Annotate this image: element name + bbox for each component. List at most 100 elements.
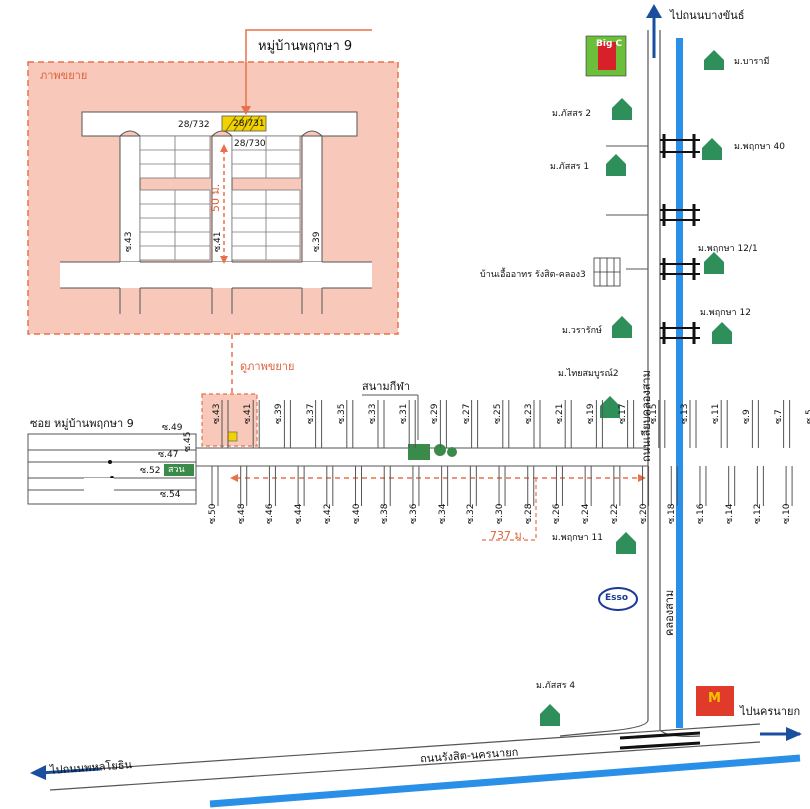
- village-phatsorn4: ม.ภัสสร 4: [536, 681, 576, 691]
- soi-52: ซ.52: [140, 466, 161, 476]
- soi-label-bottom: ซ.48: [236, 503, 247, 524]
- house-icon: [612, 316, 632, 338]
- village-pruksa40: ม.พฤกษา 40: [734, 142, 785, 152]
- soi-label-top: ซ.13: [680, 403, 690, 424]
- soi-label-bottom: ซ.44: [294, 503, 305, 524]
- bigc-label: Big C: [596, 39, 623, 49]
- soi-label-bottom: ซ.28: [523, 503, 534, 524]
- house-icon: [712, 322, 732, 344]
- stadium: [408, 444, 430, 460]
- village-thaisom: ม.ไทยสมบูรณ์2: [558, 369, 619, 379]
- mcdonalds-logo: [696, 686, 734, 716]
- soi-label-bottom: ซ.12: [753, 503, 764, 524]
- soi-label-bottom: ซ.18: [667, 503, 678, 524]
- plot-28-731: 28/731: [233, 119, 265, 129]
- soi-label-bottom: ซ.14: [724, 503, 735, 524]
- soi-label-top: ซ.35: [336, 403, 347, 424]
- soi-label-bottom: ซ.36: [408, 503, 419, 524]
- soi-label-top: ซ.37: [305, 403, 316, 424]
- soi-label-top: ซ.27: [461, 403, 472, 424]
- plot-28-732: 28/732: [178, 120, 210, 130]
- village-phatsorn2: ม.ภัสสร 2: [552, 109, 592, 119]
- village-pruksa12: ม.พฤกษา 12: [700, 308, 751, 318]
- soi-45: ซ.45: [183, 431, 193, 452]
- house-icons: [540, 50, 732, 726]
- plot-28-730: 28/730: [234, 139, 266, 149]
- canal: [676, 38, 683, 728]
- soi-label-bottom: ซ.24: [581, 503, 592, 524]
- soi-label-bottom: ซ.20: [638, 503, 649, 524]
- soi-label-top: ซ.17: [617, 403, 628, 424]
- soi-label-bottom: ซ.46: [265, 503, 276, 524]
- soi-label-bottom: ซ.30: [495, 503, 506, 524]
- esso-logo: [598, 587, 638, 611]
- soi-label-bottom: ซ.10: [782, 503, 793, 524]
- rangsit-road: [49, 719, 761, 791]
- house-icon: [702, 138, 722, 160]
- house-icon: [540, 704, 560, 726]
- see-expand-label: ดูภาพขยาย: [240, 360, 295, 373]
- soi-label-top: ซ.11: [711, 403, 722, 424]
- to-nakhon-label: ไปนครนายก: [740, 705, 801, 718]
- soi-label-bottom: ซ.50: [208, 503, 218, 524]
- park-label: สวน: [168, 465, 185, 475]
- park: [164, 464, 194, 476]
- inset-house-blocks: [139, 135, 301, 261]
- inset-main-road: [60, 262, 372, 288]
- house-icon: [612, 98, 632, 120]
- to-bangkhan-label: ไปถนนบางขันธ์: [670, 9, 745, 22]
- soi-label-bottom: ซ.38: [380, 503, 391, 524]
- canal-south: [209, 754, 801, 808]
- title-pointer: [245, 29, 372, 110]
- distance-50m: 50 ม.: [209, 183, 222, 212]
- soi-49: ซ.49: [162, 423, 183, 433]
- soi-label-top: ซ.43: [212, 403, 222, 424]
- soi-label-bottom: ซ.34: [437, 503, 448, 524]
- stadium-label: สนามกีฬา: [362, 380, 411, 393]
- canal-label: คลองสาม: [663, 589, 676, 636]
- expand-label: ภาพขยาย: [40, 69, 88, 82]
- house-icon: [606, 154, 626, 176]
- village-barami: ม.บารามี: [734, 57, 770, 67]
- distance-737m: 737 ม.: [490, 529, 526, 542]
- soi-47: ซ.47: [158, 450, 179, 460]
- inset-soi-39: ซ.39: [312, 231, 322, 252]
- soi-label-top: ซ.23: [524, 403, 534, 424]
- soi-label-top: ซ.21: [555, 403, 566, 424]
- soi-label-top: ซ.39: [274, 403, 285, 424]
- house-icon: [616, 532, 636, 554]
- soi-label-top: ซ.25: [492, 403, 503, 424]
- arrow-north: [646, 4, 662, 18]
- arrow-west: [30, 765, 46, 780]
- house-icon: [704, 252, 724, 274]
- village-pruksa11: ม.พฤกษา 11: [552, 533, 603, 543]
- village-baan-uea: บ้านเอื้ออาทร รังสิต-คลอง3: [480, 270, 586, 280]
- soi-label-top: ซ.29: [430, 403, 441, 424]
- soi-label-top: ซ.31: [399, 403, 410, 424]
- soi-label-top: ซ.41: [243, 403, 254, 424]
- soi-label-top: ซ.19: [586, 403, 597, 424]
- village-phatsorn1: ม.ภัสสร 1: [550, 162, 590, 172]
- soi-label-bottom: ซ.42: [322, 503, 333, 524]
- soi-label-bottom: ซ.16: [695, 503, 706, 524]
- village-title: หมู่บ้านพฤกษา 9: [258, 39, 353, 54]
- inset-soi-43: ซ.43: [124, 231, 134, 252]
- soi-village-label: ซอย หมู่บ้านพฤกษา 9: [30, 417, 134, 430]
- esso-label: Esso: [605, 593, 629, 603]
- inset-soi-41: ซ.41: [213, 231, 223, 252]
- soi-label-top: ซ.9: [742, 409, 753, 424]
- soi-label-top: ซ.5: [804, 409, 810, 424]
- soi-label-top: ซ.33: [368, 403, 378, 424]
- soi-label-bottom: ซ.40: [351, 503, 362, 524]
- arrow-east: [786, 727, 802, 741]
- house-icon: [704, 50, 724, 70]
- mcdonalds-label: M: [708, 691, 721, 706]
- soi-label-top: ซ.7: [773, 409, 784, 424]
- village-pruksa12-1: ม.พฤกษา 12/1: [698, 244, 758, 254]
- soi-label-bottom: ซ.26: [552, 503, 563, 524]
- soi-54: ซ.54: [160, 490, 181, 500]
- house-icon: [600, 396, 620, 418]
- soi-label-bottom: ซ.32: [466, 503, 477, 524]
- soi-label-bottom: ซ.22: [609, 503, 620, 524]
